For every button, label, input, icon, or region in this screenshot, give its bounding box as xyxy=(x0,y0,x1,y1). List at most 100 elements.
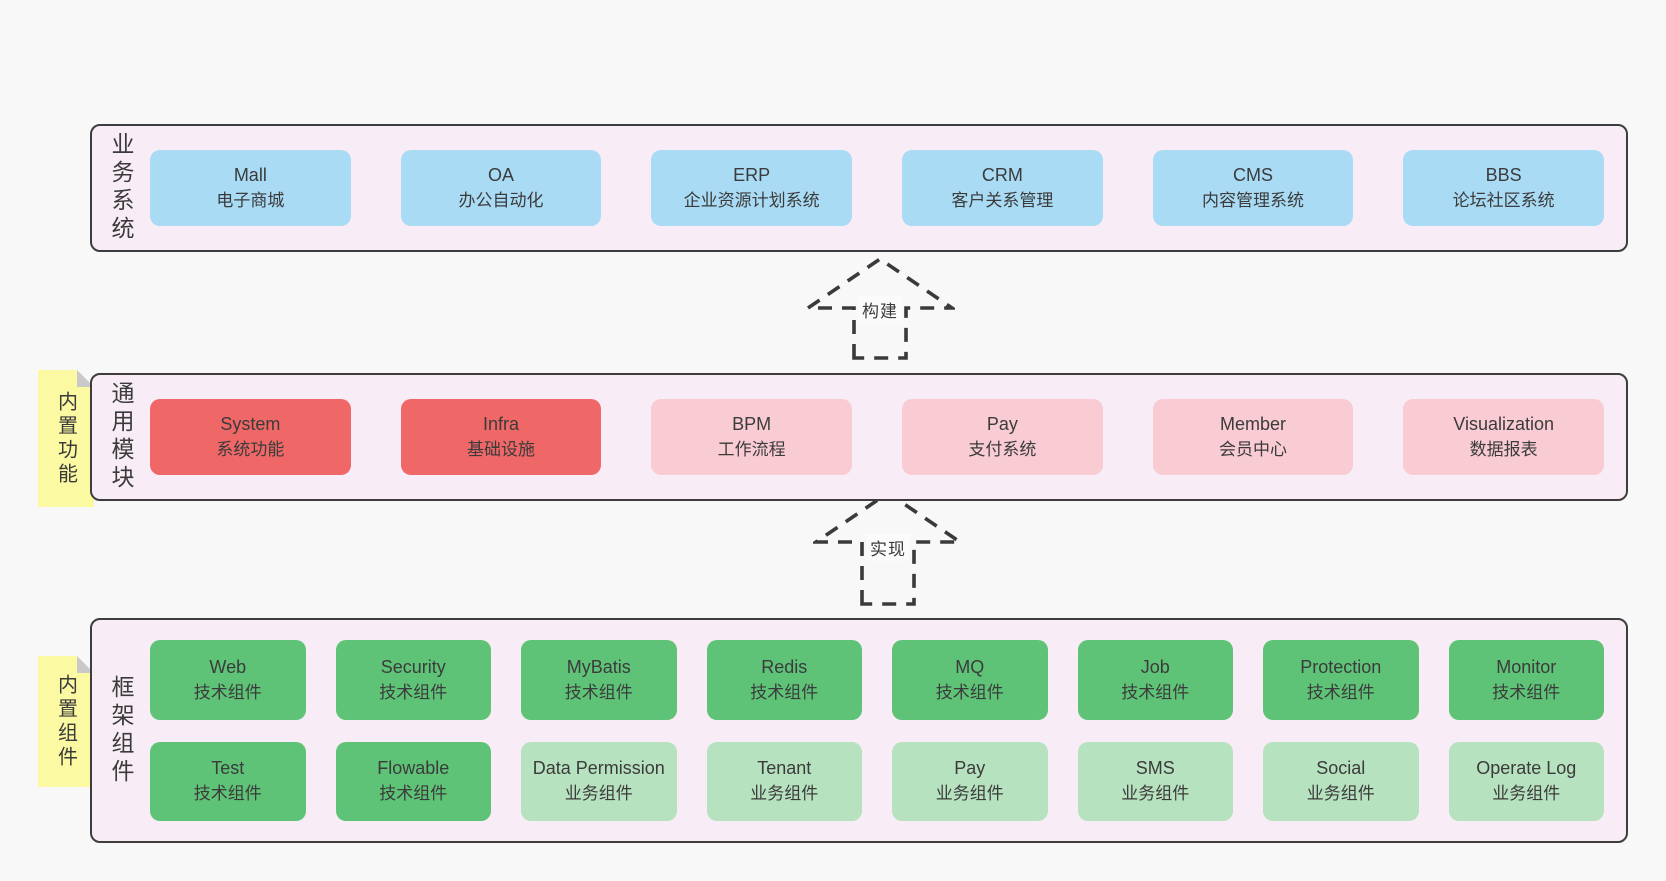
business-systems-grid: Mall 电子商城 OA 办公自动化 ERP 企业资源计划系统 CRM 客户关系… xyxy=(150,126,1626,250)
box-title: Pay xyxy=(954,758,986,779)
box-title: Web xyxy=(209,656,247,677)
box-social: Social 业务组件 xyxy=(1263,741,1419,821)
box-subtitle: 业务组件 xyxy=(1121,784,1190,804)
built-in-components-note: 内置组件 xyxy=(38,656,94,787)
built-in-functions-note: 内置功能 xyxy=(38,370,94,507)
business-systems-side-label: 业务系统 xyxy=(108,132,134,244)
box-title: Job xyxy=(1140,656,1170,677)
box-title: Flowable xyxy=(377,758,450,779)
box-subtitle: 技术组件 xyxy=(1492,682,1561,702)
built-in-components-label: 内置组件 xyxy=(54,673,77,770)
box-subtitle: 技术组件 xyxy=(193,682,262,702)
box-title: Tenant xyxy=(757,758,812,779)
box-visualization: Visualization 数据报表 xyxy=(1403,399,1604,475)
box-monitor: Monitor 技术组件 xyxy=(1448,640,1604,720)
box-subtitle: 会员中心 xyxy=(1218,440,1287,459)
box-title: MQ xyxy=(955,656,985,677)
box-mall: Mall 电子商城 xyxy=(150,150,351,226)
box-subtitle: 技术组件 xyxy=(1306,682,1375,702)
built-in-functions-label: 内置功能 xyxy=(54,390,77,487)
business-systems-panel: 业务系统 Mall 电子商城 OA 办公自动化 ERP 企业资源计划系统 CRM… xyxy=(90,124,1628,252)
box-title: Operate Log xyxy=(1476,758,1577,779)
box-subtitle: 数据报表 xyxy=(1469,440,1538,459)
folded-corner-icon xyxy=(77,656,94,673)
implement-arrow-label: 实现 xyxy=(866,534,910,561)
box-member: Member 会员中心 xyxy=(1152,399,1354,475)
box-title: BBS xyxy=(1485,165,1522,185)
box-title: MyBatis xyxy=(566,656,631,677)
box-cms: CMS 内容管理系统 xyxy=(1152,150,1354,226)
box-subtitle: 电子商城 xyxy=(216,191,285,210)
box-subtitle: 内容管理系统 xyxy=(1201,191,1304,210)
build-arrow-label: 构建 xyxy=(858,296,902,323)
box-subtitle: 企业资源计划系统 xyxy=(683,191,820,210)
box-subtitle: 客户关系管理 xyxy=(951,191,1054,210)
box-subtitle: 业务组件 xyxy=(1306,784,1375,804)
box-subtitle: 办公自动化 xyxy=(458,191,544,210)
box-title: SMS xyxy=(1135,758,1175,779)
box-redis: Redis 技术组件 xyxy=(706,640,862,720)
box-infra: Infra 基础设施 xyxy=(400,399,602,475)
box-tenant: Tenant 业务组件 xyxy=(706,741,862,821)
common-modules-grid: System 系统功能 Infra 基础设施 BPM 工作流程 Pay 支付系统… xyxy=(150,375,1626,499)
box-title: CRM xyxy=(981,165,1023,185)
box-subtitle: 系统功能 xyxy=(216,440,285,459)
box-title: Member xyxy=(1219,414,1286,434)
box-operate-log: Operate Log 业务组件 xyxy=(1448,741,1604,821)
box-subtitle: 支付系统 xyxy=(968,440,1037,459)
box-subtitle: 技术组件 xyxy=(379,682,448,702)
box-title: Visualization xyxy=(1453,414,1555,434)
box-title: Test xyxy=(211,758,245,779)
box-data-permission: Data Permission 业务组件 xyxy=(521,741,677,821)
framework-components-grid: Web 技术组件 Security 技术组件 MyBatis 技术组件 Redi… xyxy=(150,620,1626,841)
box-title: Security xyxy=(380,656,446,677)
box-subtitle: 论坛社区系统 xyxy=(1452,191,1555,210)
box-title: CMS xyxy=(1232,165,1273,185)
framework-components-side-label: 框架组件 xyxy=(108,674,134,787)
box-title: Data Permission xyxy=(532,758,665,779)
box-subtitle: 技术组件 xyxy=(1121,682,1190,702)
box-subtitle: 业务组件 xyxy=(750,784,819,804)
box-subtitle: 基础设施 xyxy=(466,440,535,459)
folded-corner-icon xyxy=(77,370,94,387)
box-test: Test 技术组件 xyxy=(150,741,306,821)
box-title: OA xyxy=(487,165,514,185)
box-title: Pay xyxy=(986,414,1018,434)
box-flowable: Flowable 技术组件 xyxy=(335,741,491,821)
box-bpm: BPM 工作流程 xyxy=(651,399,852,475)
box-title: System xyxy=(220,414,281,434)
box-sms: SMS 业务组件 xyxy=(1077,741,1233,821)
implement-arrow: 实现 xyxy=(813,490,963,606)
box-mq: MQ 技术组件 xyxy=(892,640,1048,720)
box-subtitle: 技术组件 xyxy=(564,682,633,702)
box-subtitle: 工作流程 xyxy=(717,440,786,459)
common-modules-side-label: 通用模块 xyxy=(108,381,134,493)
framework-components-panel: 框架组件 Web 技术组件 Security 技术组件 MyBatis 技术组件… xyxy=(90,618,1628,843)
box-title: Social xyxy=(1316,758,1366,779)
box-web: Web 技术组件 xyxy=(150,640,306,720)
box-title: Monitor xyxy=(1496,656,1557,677)
box-title: Infra xyxy=(482,414,519,434)
box-subtitle: 业务组件 xyxy=(1492,784,1561,804)
box-subtitle: 业务组件 xyxy=(564,784,633,804)
box-mybatis: MyBatis 技术组件 xyxy=(521,640,677,720)
box-title: Mall xyxy=(233,165,267,185)
box-erp: ERP 企业资源计划系统 xyxy=(651,150,852,226)
box-crm: CRM 客户关系管理 xyxy=(902,150,1103,226)
box-oa: OA 办公自动化 xyxy=(400,150,602,226)
box-subtitle: 业务组件 xyxy=(935,784,1004,804)
box-title: BPM xyxy=(732,414,772,434)
box-security: Security 技术组件 xyxy=(335,640,491,720)
box-subtitle: 技术组件 xyxy=(193,784,262,804)
box-protection: Protection 技术组件 xyxy=(1263,640,1419,720)
box-title: ERP xyxy=(733,165,771,185)
box-subtitle: 技术组件 xyxy=(379,784,448,804)
box-bbs: BBS 论坛社区系统 xyxy=(1403,150,1604,226)
box-subtitle: 技术组件 xyxy=(750,682,819,702)
build-arrow: 构建 xyxy=(805,256,955,360)
box-title: Redis xyxy=(761,656,808,677)
common-modules-panel: 通用模块 System 系统功能 Infra 基础设施 BPM 工作流程 Pay… xyxy=(90,373,1628,501)
box-system: System 系统功能 xyxy=(150,399,351,475)
box-job: Job 技术组件 xyxy=(1077,640,1233,720)
box-pay-module: Pay 支付系统 xyxy=(902,399,1103,475)
